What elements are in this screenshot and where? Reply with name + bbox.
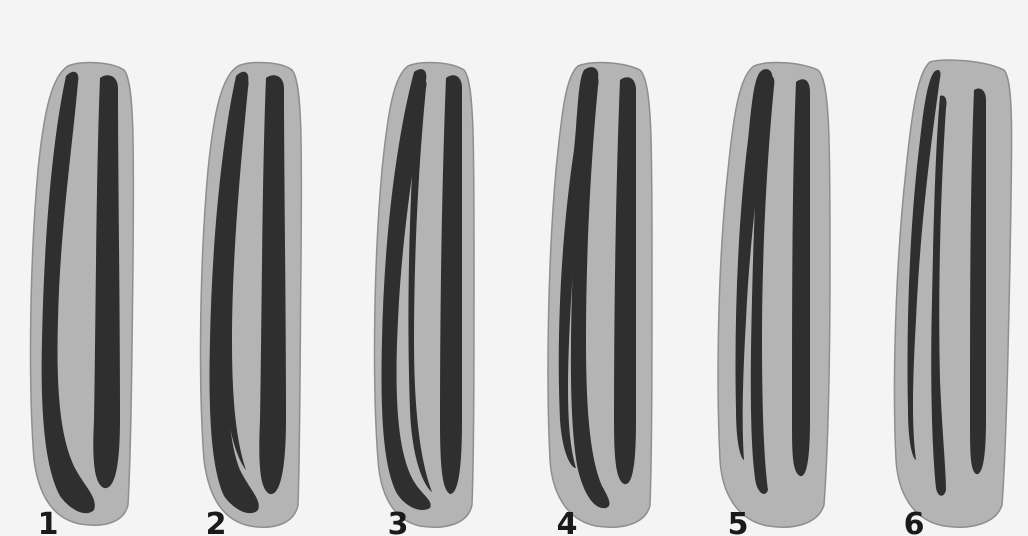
panel-label-2: 2 — [206, 507, 227, 536]
panel-1: 1 — [31, 63, 134, 536]
panel-5: 5 — [718, 63, 830, 536]
panel-3: 3 — [375, 63, 474, 536]
panel-6: 6 — [894, 60, 1011, 536]
panel-label-6: 6 — [904, 507, 925, 536]
panel-label-5: 5 — [728, 507, 749, 536]
organism-body-5 — [718, 63, 830, 528]
band-5-inner — [792, 79, 810, 476]
panel-label-4: 4 — [557, 507, 578, 536]
panel-label-3: 3 — [388, 507, 409, 536]
panel-label-1: 1 — [38, 507, 59, 536]
panel-4: 4 — [548, 63, 652, 536]
panel-2: 2 — [201, 63, 302, 536]
band-6-inner — [970, 88, 986, 474]
